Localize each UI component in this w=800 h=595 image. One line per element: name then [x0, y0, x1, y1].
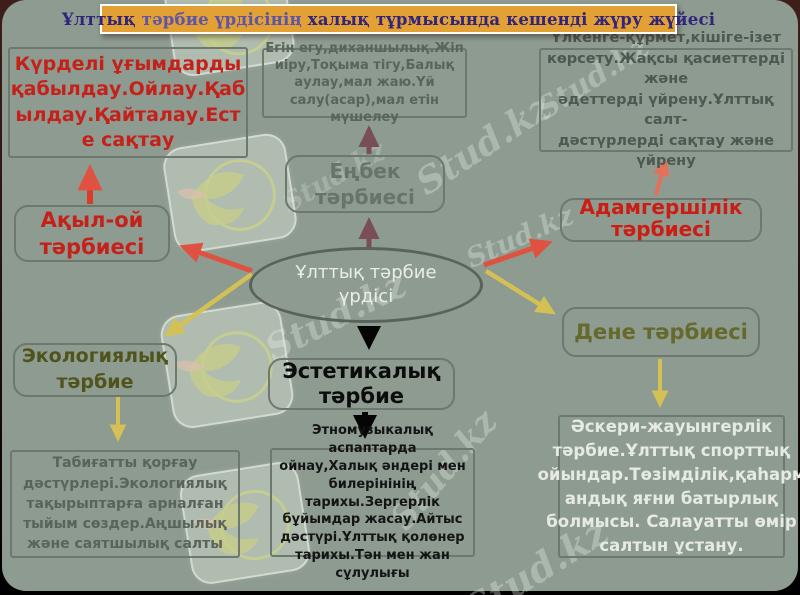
title-banner: Ұлттық тәрбие үрдісінің халық тұрмысында…	[62, 4, 715, 34]
title-part-1: Ұлттық	[61, 9, 142, 29]
aesthetic-detail-box: Этномузыкалық аспаптарда ойнау,Халық әнд…	[270, 423, 475, 581]
physical-node: Дене тәрбиесі	[562, 307, 760, 357]
ecology-detail-box: Табиғатты қорғау дәстүрлері.Экологиялық …	[10, 450, 240, 558]
labor-node: Еңбек тәрбиесі	[285, 155, 445, 213]
title-part-3: халық тұрмысында кешенді жүру жүйесі	[307, 9, 716, 29]
physical-detail-box: Әскери-жауынгерлік тәрбие.Ұлттық спортты…	[538, 415, 800, 558]
moral-node: Адамгершілік тәрбиесі	[560, 196, 762, 242]
center-node-ellipse: Ұлттық тәрбие үрдісі	[249, 247, 483, 323]
aesthetic-node: Эстетикалық тәрбие	[268, 358, 455, 410]
title-part-2: тәрбие үрдісінің	[141, 9, 308, 29]
mind-detail-box: Күрделі ұғымдарды қабылдау.Ойлау.Қаб ылд…	[8, 47, 248, 158]
labor-detail-box: Егін егу,диханшылық.Жіп иіру,Тоқыма тігу…	[262, 41, 467, 125]
page-title: Ұлттық тәрбие үрдісінің халық тұрмысында…	[62, 10, 715, 29]
ecology-node: Экологиялық тәрбие	[13, 343, 177, 397]
mind-node: Ақыл-ой тәрбиесі	[14, 205, 170, 262]
moral-detail-box: Үлкенге-құрмет,кішіге-ізет көрсету.Жақсы…	[539, 30, 793, 169]
